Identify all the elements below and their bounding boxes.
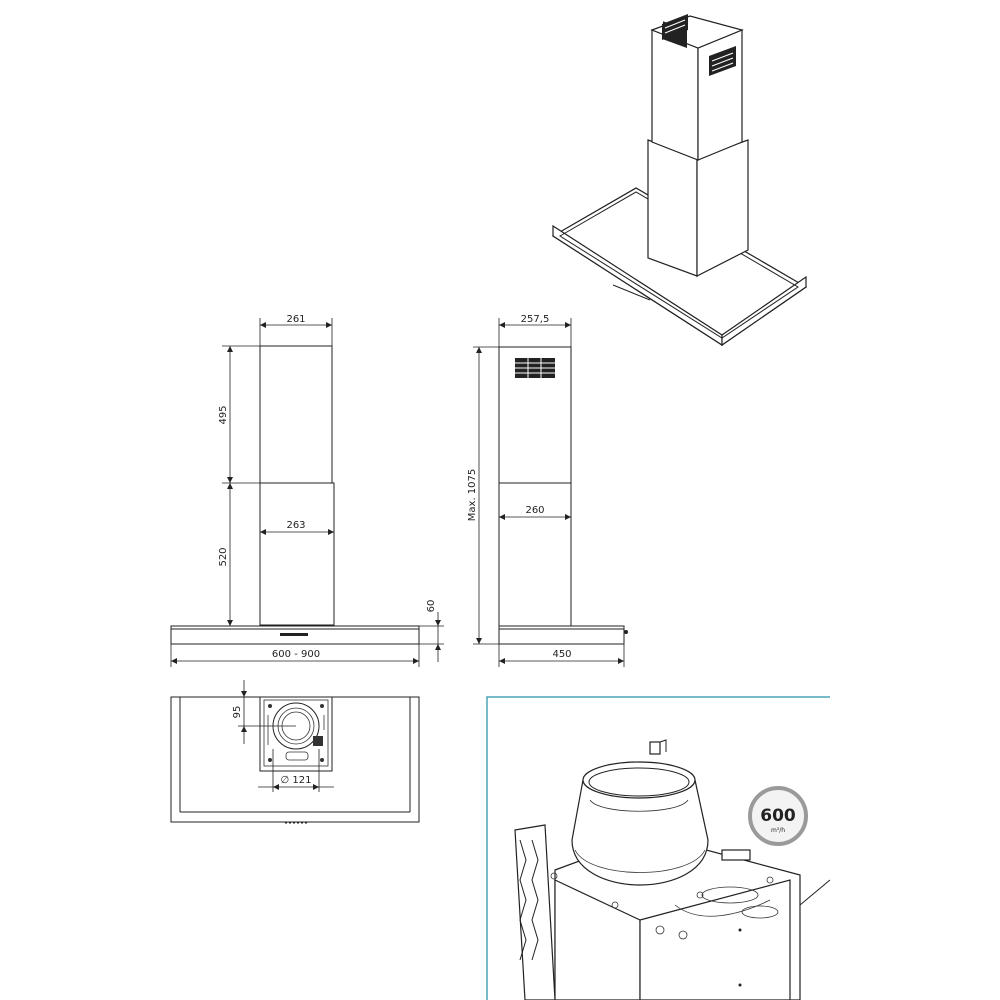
dim-front-upper-height: 495 bbox=[218, 405, 229, 424]
dim-front-lower-width: 263 bbox=[286, 520, 305, 531]
dim-side-depth: 450 bbox=[552, 649, 571, 660]
side-vent-grille bbox=[515, 358, 555, 378]
dim-side-max-height: Max. 1075 bbox=[467, 469, 478, 521]
vent-grille-right bbox=[709, 46, 736, 76]
dim-side-top-width: 257,5 bbox=[521, 314, 550, 325]
dim-outlet-offset: 95 bbox=[232, 706, 243, 719]
dim-side-lower-width: 260 bbox=[525, 505, 544, 516]
isometric-hood-view bbox=[551, 14, 808, 347]
mounting-bracket bbox=[514, 824, 556, 1000]
top-view: 95 ∅ 121 bbox=[170, 680, 420, 824]
motor-detail-inset: 600 m³/h bbox=[486, 696, 831, 1000]
front-view: 261 495 520 263 600 - 900 60 bbox=[170, 314, 444, 667]
dim-front-top-width: 261 bbox=[286, 314, 305, 325]
airflow-unit: m³/h bbox=[771, 827, 785, 834]
dim-canopy-width: 600 - 900 bbox=[272, 649, 320, 660]
dim-canopy-height: 60 bbox=[426, 600, 437, 613]
dim-outlet-diameter: ∅ 121 bbox=[281, 775, 312, 786]
airflow-badge: 600 m³/h bbox=[748, 786, 808, 846]
airflow-value: 600 bbox=[760, 806, 796, 826]
dim-front-lower-height: 520 bbox=[218, 547, 229, 566]
side-view: 257,5 Max. 1075 260 450 bbox=[467, 314, 628, 667]
